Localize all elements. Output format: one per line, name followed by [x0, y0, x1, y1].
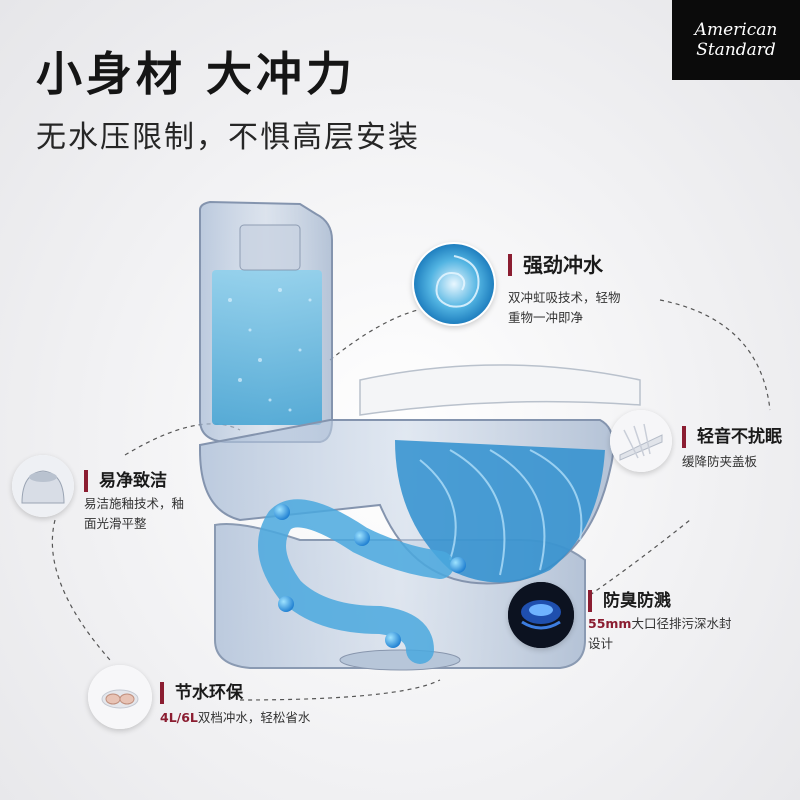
headline: 小身材 大冲力	[36, 47, 357, 101]
flush-desc: 双冲虹吸技术，轻物 重物一冲即净	[508, 288, 678, 328]
odor-desc-line-2: 设计	[588, 636, 614, 651]
save-desc: 4L/6L双档冲水，轻松省水	[160, 708, 380, 728]
brand-line-2: Standard	[696, 40, 776, 60]
glaze-thumbnail	[12, 455, 74, 517]
save-title: 节水环保	[160, 682, 243, 704]
quiet-desc: 缓降防夹盖板	[682, 454, 758, 469]
odor-desc-accent: 55mm	[588, 616, 632, 631]
flush-desc-line-2: 重物一冲即净	[508, 310, 584, 325]
odor-title: 防臭防溅	[588, 590, 671, 612]
save-desc-accent: 4L/6L	[160, 710, 198, 725]
swirl-icon	[414, 244, 494, 324]
quiet-title: 轻音不扰眠	[682, 426, 782, 448]
clean-desc-line-2: 面光滑平整	[84, 516, 147, 531]
odor-desc-rest: 大口径排污深水封	[631, 616, 732, 631]
water-seal-icon	[508, 582, 574, 648]
brand-line-1: American	[694, 20, 778, 40]
brand-logo: American Standard	[672, 0, 800, 80]
subheadline: 无水压限制，不惧高层安装	[36, 120, 420, 155]
swirl-thumbnail	[412, 242, 496, 326]
flush-button-thumbnail	[88, 665, 152, 729]
clean-desc: 易洁施釉技术，釉 面光滑平整	[84, 494, 224, 534]
dual-flush-button-icon	[88, 665, 152, 729]
flush-desc-line-1: 双冲虹吸技术，轻物	[508, 290, 621, 305]
save-desc-rest: 双档冲水，轻松省水	[197, 710, 311, 725]
seat-hinge-thumbnail	[610, 410, 672, 472]
clean-desc-line-1: 易洁施釉技术，釉	[84, 496, 185, 511]
odor-desc: 55mm大口径排污深水封 设计	[588, 614, 778, 654]
trap-thumbnail	[508, 582, 574, 648]
glaze-icon	[12, 455, 74, 517]
clean-title: 易净致洁	[84, 470, 167, 492]
seat-hinge-icon	[610, 410, 672, 472]
flush-title: 强劲冲水	[508, 254, 603, 276]
